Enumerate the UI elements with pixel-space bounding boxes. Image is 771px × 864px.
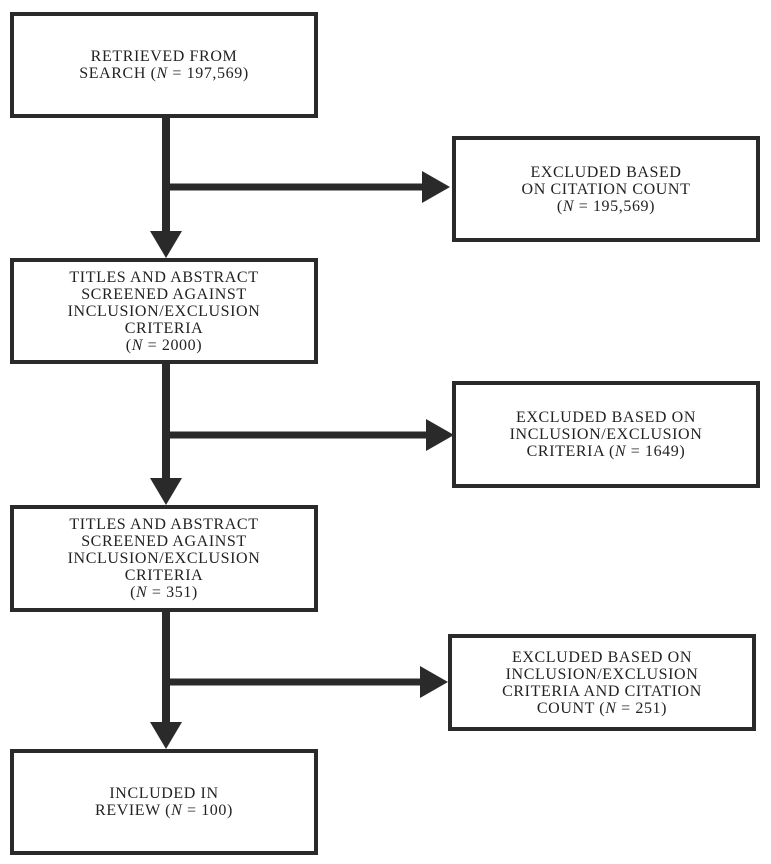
arrowhead-down-3	[150, 722, 182, 749]
box-text-line: EXCLUDED BASED	[530, 163, 682, 181]
box-text-line: EXCLUDED BASED ON	[516, 409, 696, 426]
arrowhead-down-1	[150, 231, 182, 258]
box-text-line: INCLUSION/EXCLUSION	[505, 665, 699, 683]
box-text-line: CRITERIA (N = 1649)	[526, 443, 686, 460]
box-text-line: INCLUSION/EXCLUSION	[67, 302, 261, 320]
box-text-line: CRITERIA AND CITATION	[502, 682, 702, 700]
box-text-line: TITLES AND ABSTRACT	[69, 268, 259, 286]
box-text-line: (N = 351)	[130, 584, 198, 601]
arrowhead-down-2	[150, 478, 182, 505]
box-text-line: CRITERIA	[124, 567, 204, 584]
box-text-line: REVIEW (N = 100)	[95, 802, 233, 819]
arrowhead-right-1	[422, 171, 450, 203]
box-text-line: SCREENED AGAINST	[81, 285, 247, 303]
box-text-line: RETRIEVED FROM	[90, 48, 238, 65]
box-text-line: SEARCH (N = 197,569)	[79, 65, 249, 82]
box-text-line: INCLUDED IN	[109, 785, 219, 802]
arrowhead-right-2	[426, 419, 454, 451]
box-text-line: TITLES AND ABSTRACT	[69, 516, 259, 533]
box-text-line: (N = 195,569)	[556, 197, 656, 215]
box-text-line: SCREENED AGAINST	[81, 533, 247, 550]
box-text-line: (N = 2000)	[125, 336, 203, 354]
box-text-line: ON CITATION COUNT	[521, 180, 691, 198]
arrowhead-right-3	[420, 666, 448, 698]
box-text-line: EXCLUDED BASED ON	[512, 648, 692, 666]
box-text-line: INCLUSION/EXCLUSION	[67, 550, 261, 567]
box-text-line: INCLUSION/EXCLUSION	[509, 426, 703, 443]
box-text-line: COUNT (N = 251)	[536, 699, 668, 717]
box-text-line: CRITERIA	[124, 319, 204, 337]
